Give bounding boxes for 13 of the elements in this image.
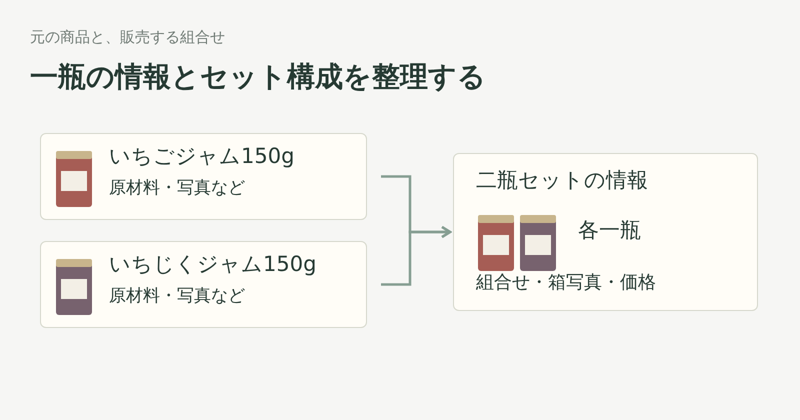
card-text: 各一瓶 — [578, 218, 641, 244]
card-heading: いちじくジャム150g — [109, 252, 316, 278]
info-card — [40, 133, 367, 220]
title: 一瓶の情報とセット構成を整理する — [30, 60, 486, 94]
card-heading: いちごジャム150g — [109, 144, 294, 170]
card-text: 原材料・写真など — [109, 178, 245, 198]
subtitle: 元の商品と、販売する組合せ — [30, 28, 225, 46]
connector-arrow — [381, 226, 452, 286]
card-text: 組合せ・箱写真・価格 — [476, 272, 656, 294]
info-card — [453, 153, 758, 311]
card-text: 原材料・写真など — [109, 286, 245, 306]
info-card — [40, 241, 367, 328]
card-heading: 二瓶セットの情報 — [476, 168, 648, 194]
